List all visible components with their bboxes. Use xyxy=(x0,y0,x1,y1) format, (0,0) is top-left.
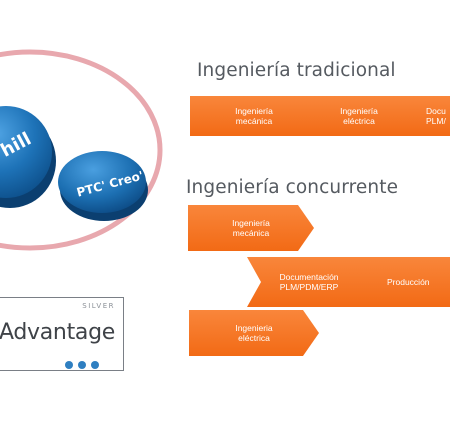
badge-dot xyxy=(65,361,73,369)
traditional-title: Ingeniería tradicional xyxy=(197,60,396,81)
concurrent-step-production: Producción xyxy=(351,257,450,307)
badge-dot xyxy=(78,361,86,369)
left-product-oval: hill xyxy=(0,106,56,208)
badge-tier-label: SILVER xyxy=(82,302,115,310)
badge-wordmark: Advantage xyxy=(0,320,115,345)
integration-graphic: hill PTC' Creo' xyxy=(0,49,163,251)
creo-product-oval: PTC' Creo' xyxy=(58,151,148,221)
advantage-silver-badge: SILVER Advantage xyxy=(0,297,124,371)
concurrent-title: Ingeniería concurrente xyxy=(186,177,399,198)
connection-ring xyxy=(0,49,163,251)
badge-dot xyxy=(91,361,99,369)
